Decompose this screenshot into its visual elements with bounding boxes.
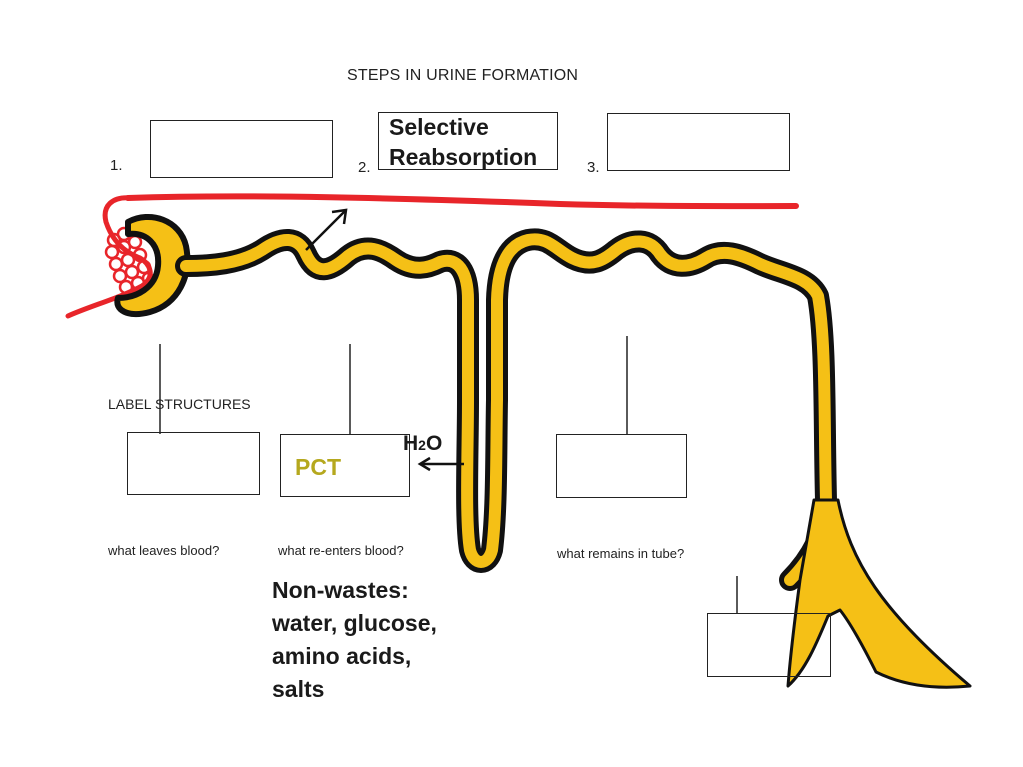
step-2-number: 2. bbox=[358, 159, 371, 176]
reabsorption-arrow bbox=[305, 208, 348, 251]
question-leaves-blood: what leaves blood? bbox=[108, 543, 220, 558]
peritubular-capillary bbox=[125, 193, 799, 210]
step-3-box[interactable] bbox=[607, 113, 790, 171]
water-arrow bbox=[417, 456, 464, 472]
structure-box-4[interactable] bbox=[707, 613, 831, 677]
step-1-number: 1. bbox=[110, 157, 123, 174]
water-label: H2O bbox=[403, 432, 443, 455]
step-2-box[interactable] bbox=[378, 112, 558, 170]
bowmans-capsule bbox=[114, 213, 191, 318]
nonwastes-line4: salts bbox=[272, 676, 325, 702]
collecting-duct bbox=[786, 498, 972, 689]
diagram-title: STEPS IN URINE FORMATION bbox=[347, 67, 579, 84]
tubule-outline bbox=[175, 228, 838, 591]
step-3-number: 3. bbox=[587, 159, 600, 176]
renal-tubule bbox=[175, 228, 972, 689]
nonwastes-line2: water, glucose, bbox=[272, 610, 437, 636]
question-remains-in-tube: what remains in tube? bbox=[557, 546, 685, 561]
structure-box-1[interactable] bbox=[127, 432, 260, 495]
pct-label: PCT bbox=[295, 454, 341, 480]
question-reenters-blood: what re-enters blood? bbox=[278, 543, 404, 558]
glomerulus bbox=[104, 226, 155, 295]
structure-box-3[interactable] bbox=[556, 434, 687, 498]
step-1-box[interactable] bbox=[150, 120, 333, 178]
tubule-lumen bbox=[180, 233, 833, 586]
nonwastes-line1: Non-wastes: bbox=[272, 577, 409, 603]
label-structures-heading: LABEL STRUCTURES bbox=[108, 396, 251, 412]
label-leader-lines bbox=[159, 336, 738, 614]
step-2-answer-line1: Selective bbox=[389, 114, 489, 140]
structure-box-2[interactable] bbox=[280, 434, 410, 497]
step-2-answer-line2: Reabsorption bbox=[389, 144, 538, 170]
nonwastes-line3: amino acids, bbox=[272, 643, 412, 669]
